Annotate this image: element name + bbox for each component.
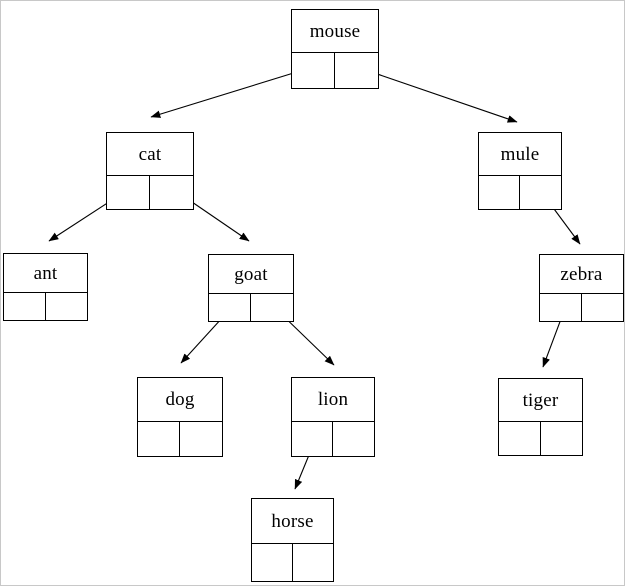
node-pointer-cells-goat: [209, 293, 293, 322]
node-pointer-cells-mouse: [292, 52, 378, 89]
node-label-goat: goat: [234, 263, 268, 285]
node-label-zebra: zebra: [560, 263, 603, 285]
node-right-pointer-horse[interactable]: [293, 544, 334, 582]
node-left-pointer-lion[interactable]: [292, 422, 333, 457]
node-left-pointer-cat[interactable]: [107, 176, 150, 210]
node-pointer-cells-dog: [138, 421, 222, 457]
node-label-horse: horse: [271, 510, 314, 532]
tree-node-horse[interactable]: horse: [251, 498, 334, 582]
node-pointer-cells-lion: [292, 421, 374, 457]
node-right-pointer-goat[interactable]: [251, 294, 293, 322]
node-label-lion: lion: [317, 389, 349, 410]
node-right-pointer-ant[interactable]: [46, 293, 88, 321]
node-left-pointer-mule[interactable]: [479, 176, 520, 210]
node-pointer-cells-zebra: [540, 293, 623, 322]
tree-node-ant[interactable]: ant: [3, 253, 88, 321]
node-pointer-cells-tiger: [499, 421, 582, 456]
node-pointer-cells-cat: [107, 175, 193, 210]
node-label-ant: ant: [33, 262, 58, 284]
node-left-pointer-dog[interactable]: [138, 422, 180, 457]
node-right-pointer-cat[interactable]: [150, 176, 193, 210]
node-label-mouse: mouse: [309, 20, 361, 42]
tree-node-mule[interactable]: mule: [478, 132, 562, 210]
node-pointer-cells-mule: [479, 175, 561, 210]
node-label-tiger: tiger: [522, 389, 559, 411]
node-pointer-cells-horse: [252, 543, 333, 582]
node-pointer-cells-ant: [4, 292, 87, 321]
node-label-dog: dog: [165, 389, 195, 410]
node-left-pointer-mouse[interactable]: [292, 53, 335, 89]
tree-node-cat[interactable]: cat: [106, 132, 194, 210]
tree-edge-mouse-to-cat: [150, 66, 314, 118]
tree-node-dog[interactable]: dog: [137, 377, 223, 457]
node-label-mule: mule: [500, 143, 540, 165]
tree-node-tiger[interactable]: tiger: [498, 378, 583, 456]
tree-node-zebra[interactable]: zebra: [539, 254, 624, 322]
tree-node-lion[interactable]: lion: [291, 377, 375, 457]
node-left-pointer-ant[interactable]: [4, 293, 46, 321]
tree-node-mouse[interactable]: mouse: [291, 9, 379, 89]
node-right-pointer-lion[interactable]: [333, 422, 374, 457]
node-left-pointer-goat[interactable]: [209, 294, 251, 322]
node-right-pointer-dog[interactable]: [180, 422, 222, 457]
tree-node-goat[interactable]: goat: [208, 254, 294, 322]
node-right-pointer-mule[interactable]: [520, 176, 561, 210]
node-left-pointer-tiger[interactable]: [499, 422, 541, 456]
node-label-cat: cat: [138, 143, 162, 165]
node-right-pointer-tiger[interactable]: [541, 422, 583, 456]
node-right-pointer-mouse[interactable]: [335, 53, 378, 89]
node-left-pointer-horse[interactable]: [252, 544, 293, 582]
node-left-pointer-zebra[interactable]: [540, 294, 582, 322]
node-right-pointer-zebra[interactable]: [582, 294, 624, 322]
